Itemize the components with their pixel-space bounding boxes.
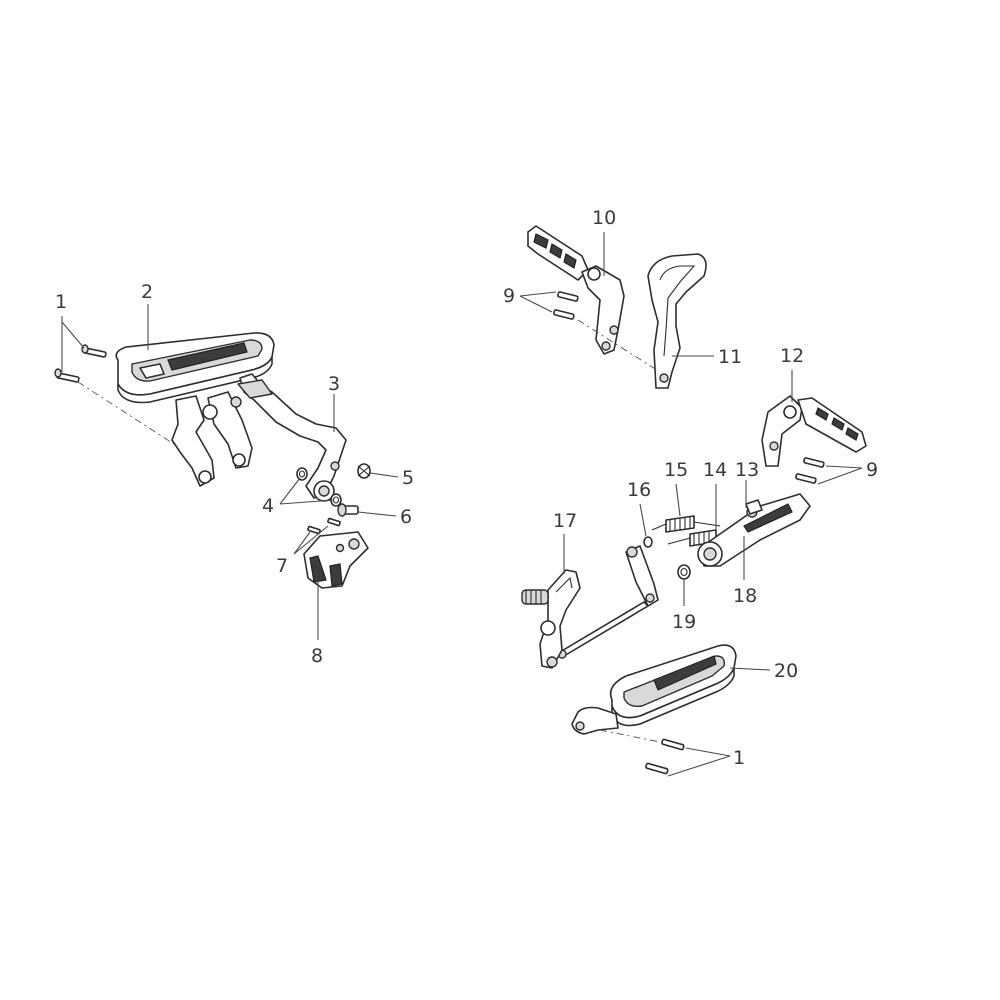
callout-13: 13 [735, 459, 759, 481]
callout-11: 11 [718, 346, 742, 368]
footpeg-bracket-part-10 [527, 225, 625, 355]
floorboard-bracket-part-20 [571, 706, 619, 735]
callout-7: 7 [276, 555, 288, 577]
callout-labels: 1 2 3 4 5 6 7 8 10 9 11 12 9 15 14 13 16… [55, 207, 878, 769]
spring-part-15 [651, 515, 721, 533]
spring-clip-part-5 [357, 463, 371, 479]
heel-toe-shifter-part-17 [521, 569, 581, 669]
callout-1-left: 1 [55, 291, 67, 313]
callout-15: 15 [664, 459, 688, 481]
callout-9-right: 9 [866, 459, 878, 481]
bolt-part-9-lower-b [795, 473, 817, 484]
pivot-bolt-part-6 [337, 503, 359, 517]
bolt-part-9-upper-b [553, 309, 575, 320]
callout-6: 6 [400, 506, 412, 528]
bolt-part-1-lower-a [661, 738, 685, 751]
callout-3: 3 [328, 373, 340, 395]
guard-bracket-part-11 [647, 253, 707, 389]
callout-9-upper: 9 [503, 285, 515, 307]
pivot-pin-part-13 [745, 499, 763, 515]
leader-lines [61, 232, 863, 777]
callout-4: 4 [262, 495, 274, 517]
callout-10: 10 [592, 207, 616, 229]
callout-12: 12 [780, 345, 804, 367]
bolt-part-1-lower-b [645, 762, 669, 775]
brake-pedal-arm-part-3 [237, 373, 347, 502]
callout-20: 20 [774, 660, 798, 682]
callout-2: 2 [141, 281, 153, 303]
bolt-part-9-lower-a [803, 457, 825, 468]
callout-19: 19 [672, 611, 696, 633]
screw-part-7-b [327, 517, 341, 527]
screw-part-7-a [307, 525, 321, 535]
callout-16: 16 [627, 479, 651, 501]
callout-14: 14 [703, 459, 727, 481]
shift-lever-part-18 [697, 493, 811, 567]
callout-5: 5 [402, 467, 414, 489]
callout-18: 18 [733, 585, 757, 607]
floorboard-bracket [171, 391, 253, 487]
washer-part-19 [677, 564, 691, 580]
floorboard-part-20 [609, 644, 737, 727]
washer-part-4-a [296, 467, 308, 481]
footpeg-part-12 [761, 395, 867, 467]
bolt-part-9-upper-a [557, 291, 579, 302]
bolt-part-1-upper-left [81, 344, 107, 358]
callout-1-lower: 1 [733, 747, 745, 769]
bolt-part-1-lower-left [54, 368, 80, 383]
nut-part-16 [643, 536, 653, 548]
floorboard-part-2 [115, 332, 275, 404]
callout-17: 17 [553, 510, 577, 532]
mount-block-part-8 [303, 531, 369, 589]
shift-linkage-rod [557, 545, 659, 659]
callout-8: 8 [311, 645, 323, 667]
